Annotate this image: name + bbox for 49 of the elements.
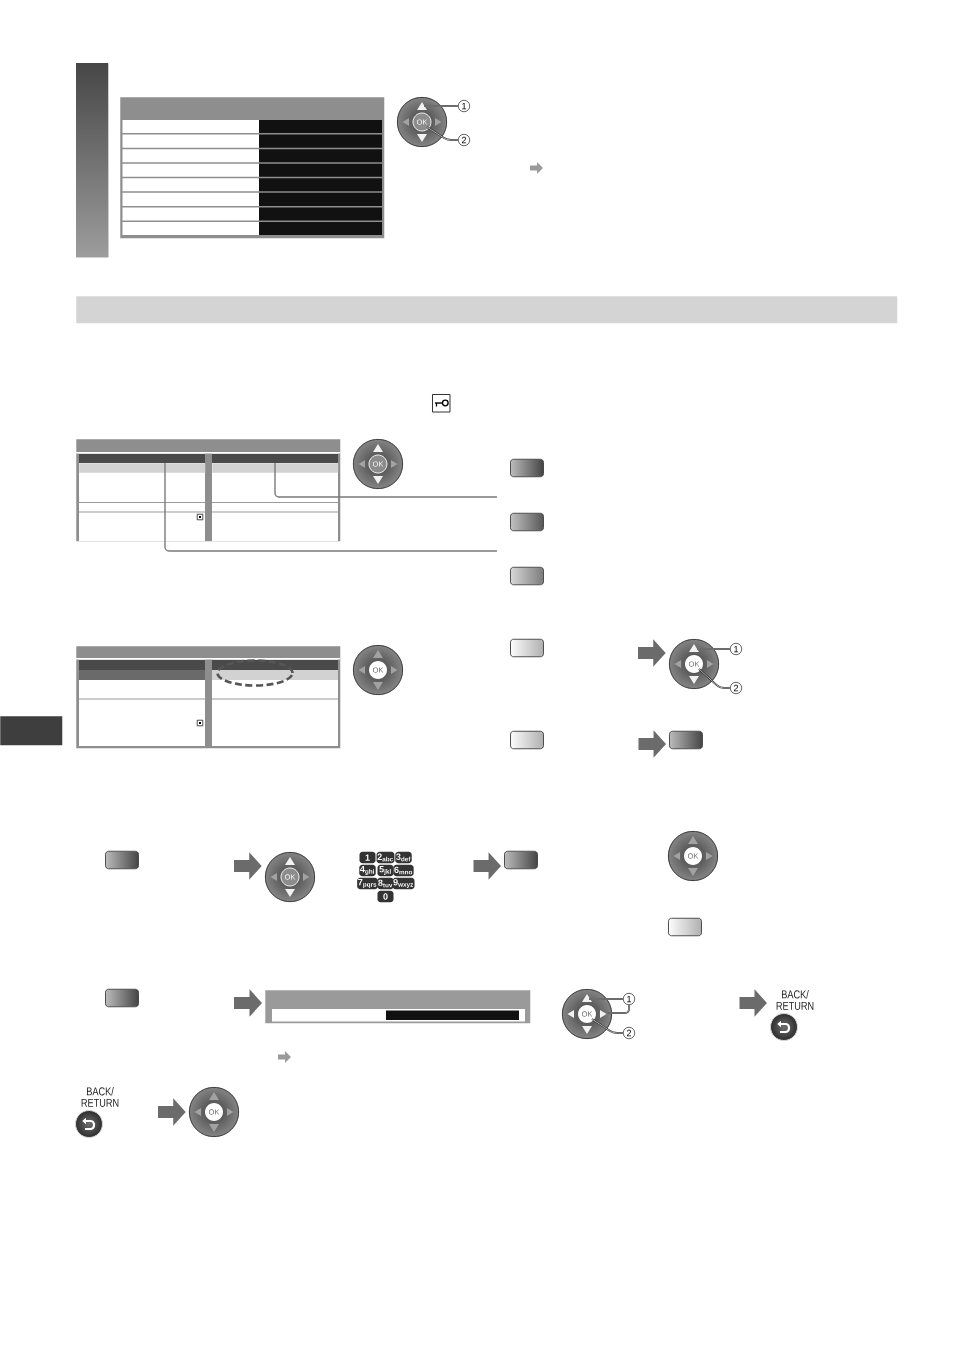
chapter-tab [0, 716, 63, 746]
remote-button [510, 566, 544, 586]
section-band [76, 296, 898, 324]
leader-line [164, 462, 498, 552]
number-key: 2$_{abc}$ [376, 851, 395, 864]
remote-button [510, 638, 544, 658]
remote-button [105, 850, 139, 870]
menu-table [120, 97, 385, 239]
circled-number: 2 [457, 133, 471, 147]
number-key: 3$_{def}$ [395, 851, 412, 864]
number-key: 8$_{tuv}$ [377, 877, 394, 890]
menu-screen [76, 646, 341, 749]
remote-button [510, 458, 544, 478]
back-return-button: BACK/ RETURN [770, 990, 814, 1041]
back-return-button: BACK/ RETURN [75, 1087, 119, 1138]
remote-button [504, 850, 538, 870]
menu-screen [265, 990, 531, 1024]
circled-number: 1 [622, 992, 636, 1006]
number-key: 0 [377, 890, 394, 903]
node-label: BACK/ RETURN [776, 990, 814, 1010]
number-key: 6$_{mno}$ [393, 864, 414, 877]
leader-line [591, 1018, 624, 1034]
node-label: 1 [365, 854, 370, 861]
leader-line [696, 648, 731, 650]
node-label: 0 [383, 893, 388, 900]
circled-number: 1 [729, 642, 743, 656]
circled-number: 2 [622, 1026, 636, 1040]
remote-button [510, 730, 544, 750]
highlight-bar [212, 463, 339, 473]
number-key: 5$_{jkl}$ [377, 864, 394, 877]
number-key: 9$_{wxyz}$ [392, 877, 415, 890]
leader-line [698, 668, 731, 689]
remote-button [510, 512, 544, 532]
number-key: 4$_{ghi}$ [359, 864, 376, 877]
node-label: BACK/ RETURN [81, 1087, 119, 1107]
highlight-bar [79, 463, 206, 473]
leader-line [274, 462, 498, 498]
number-key: 1 [359, 851, 376, 864]
leader-line [423, 105, 459, 107]
remote-button [105, 988, 139, 1008]
side-tab [76, 63, 109, 258]
circled-number: 1 [457, 99, 471, 113]
leader-line [606, 1004, 630, 1014]
leader-line [426, 126, 459, 141]
number-key: 7$_{pqrs}$ [357, 877, 378, 890]
leader-line [588, 998, 624, 1000]
circled-number: 2 [729, 681, 743, 695]
remote-button [669, 730, 703, 750]
remote-button [668, 917, 702, 937]
